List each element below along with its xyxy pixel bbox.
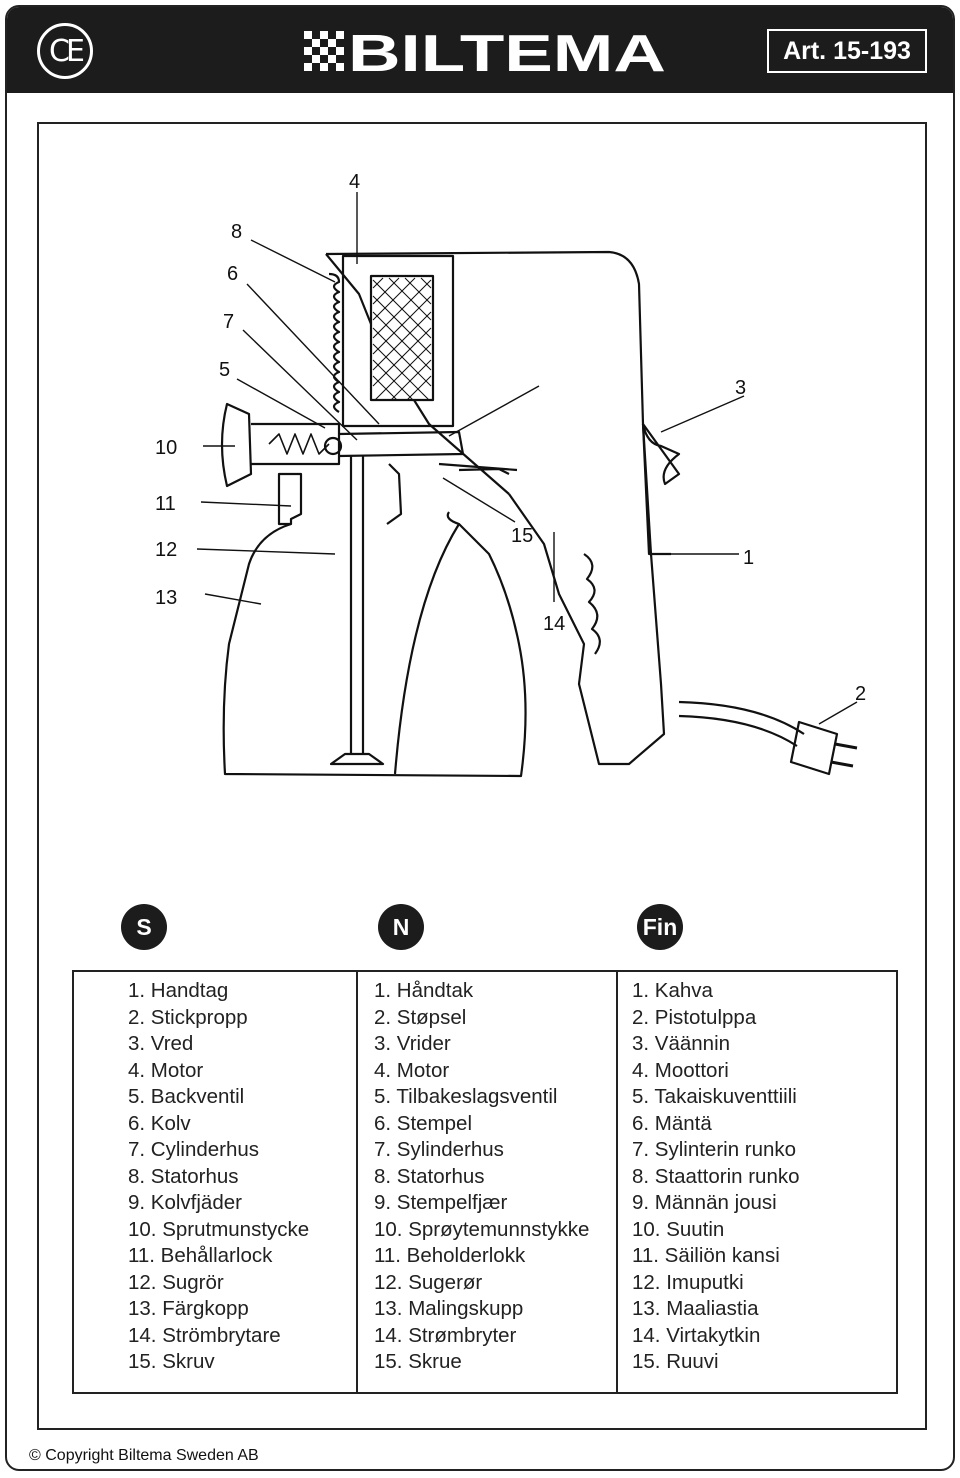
list-item: 8. Staattorin runko xyxy=(632,1164,800,1188)
list-item: 5. Takaiskuventtiili xyxy=(632,1085,797,1108)
parts-list: 1. Handtag 2. Stickpropp 3. Vred 4. Moto… xyxy=(128,978,309,1376)
legend-column-finnish: 1. Kahva 2. Pistotulppa 3. Väännin 4. Mo… xyxy=(616,972,896,1392)
spray-gun-diagram: 4 8 6 7 5 10 11 12 13 15 14 3 1 2 xyxy=(155,171,866,778)
list-item: 15. Skrue xyxy=(374,1350,462,1373)
list-item: 13. Malingskupp xyxy=(374,1297,524,1320)
callout-8: 8 xyxy=(231,221,242,243)
list-item: 3. Vred xyxy=(128,1032,194,1055)
language-badge-fin: Fin xyxy=(637,904,683,950)
list-item: 11. Säiliön kansi xyxy=(632,1244,780,1267)
list-item: 9. Kolvfjäder xyxy=(128,1191,242,1214)
callout-2: 2 xyxy=(855,683,866,705)
list-item: 6. Mäntä xyxy=(632,1111,712,1135)
list-item: 5. Tilbakeslagsventil xyxy=(374,1085,558,1108)
callout-13: 13 xyxy=(155,587,177,609)
manual-sheet: CE BILTEMA Art. 15-193 xyxy=(5,5,955,1471)
list-item: 7. Sylinderhus xyxy=(374,1138,504,1161)
list-item: 1. Kahva xyxy=(632,979,713,1002)
list-item: 2. Stickpropp xyxy=(128,1005,248,1029)
list-item: 9. Stempelfjær xyxy=(374,1191,508,1214)
list-item: 7. Sylinterin runko xyxy=(632,1138,797,1161)
callout-1: 1 xyxy=(743,547,754,569)
list-item: 2. Pistotulppa xyxy=(632,1005,757,1029)
list-item: 6. Kolv xyxy=(128,1111,191,1135)
list-item: 12. Sugerør xyxy=(374,1270,483,1294)
list-item: 10. Sprøytemunnstykke xyxy=(374,1217,590,1241)
list-item: 11. Behållarlock xyxy=(128,1244,273,1267)
list-item: 6. Stempel xyxy=(374,1111,472,1135)
biltema-logo: BILTEMA xyxy=(304,25,666,77)
list-item: 8. Statorhus xyxy=(374,1164,485,1188)
list-item: 15. Ruuvi xyxy=(632,1350,719,1373)
list-item: 9. Männän jousi xyxy=(632,1191,777,1214)
list-item: 7. Cylinderhus xyxy=(128,1138,260,1161)
brand-name: BILTEMA xyxy=(348,25,666,77)
callout-5: 5 xyxy=(219,359,230,381)
list-item: 12. Imuputki xyxy=(632,1270,744,1294)
list-item: 13. Färgkopp xyxy=(128,1297,249,1320)
list-item: 8. Statorhus xyxy=(128,1164,239,1188)
list-item: 12. Sugrör xyxy=(128,1270,224,1294)
list-item: 2. Støpsel xyxy=(374,1005,467,1029)
list-item: 13. Maaliastia xyxy=(632,1297,759,1320)
list-item: 1. Håndtak xyxy=(374,979,474,1002)
legend-column-norwegian: 1. Håndtak 2. Støpsel 3. Vrider 4. Motor… xyxy=(356,972,616,1392)
list-item: 5. Backventil xyxy=(128,1085,245,1108)
list-item: 4. Motor xyxy=(374,1058,450,1082)
callout-7: 7 xyxy=(223,311,234,333)
copyright-notice: © Copyright Biltema Sweden AB xyxy=(29,1447,259,1464)
list-item: 4. Moottori xyxy=(632,1058,729,1082)
list-item: 14. Virtakytkin xyxy=(632,1323,761,1347)
content-frame: 4 8 6 7 5 10 11 12 13 15 14 3 1 2 S N Fi… xyxy=(37,122,927,1430)
callout-10: 10 xyxy=(155,437,177,459)
header-bar: CE BILTEMA Art. 15-193 xyxy=(7,7,953,93)
callout-11: 11 xyxy=(155,493,176,515)
parts-list: 1. Håndtak 2. Støpsel 3. Vrider 4. Motor… xyxy=(374,978,589,1376)
callout-6: 6 xyxy=(227,263,238,285)
callout-3: 3 xyxy=(735,377,746,399)
list-item: 1. Handtag xyxy=(128,979,229,1002)
parts-legend-table: 1. Handtag 2. Stickpropp 3. Vred 4. Moto… xyxy=(72,970,898,1394)
list-item: 14. Strömbrytare xyxy=(128,1323,281,1347)
parts-list: 1. Kahva 2. Pistotulppa 3. Väännin 4. Mo… xyxy=(632,978,800,1376)
list-item: 3. Vrider xyxy=(374,1032,451,1055)
callout-15: 15 xyxy=(511,525,533,547)
ce-mark: CE xyxy=(37,23,93,79)
list-item: 3. Väännin xyxy=(632,1032,731,1055)
list-item: 11. Beholderlokk xyxy=(374,1244,526,1267)
article-number: Art. 15-193 xyxy=(767,29,927,73)
callout-4: 4 xyxy=(349,171,360,193)
callout-12: 12 xyxy=(155,539,177,561)
list-item: 4. Motor xyxy=(128,1058,204,1082)
list-item: 14. Strømbryter xyxy=(374,1323,517,1347)
list-item: 10. Sprutmunstycke xyxy=(128,1217,310,1241)
language-badge-s: S xyxy=(121,904,167,950)
list-item: 10. Suutin xyxy=(632,1217,725,1241)
callout-14: 14 xyxy=(543,613,565,635)
language-badge-n: N xyxy=(378,904,424,950)
legend-column-swedish: 1. Handtag 2. Stickpropp 3. Vred 4. Moto… xyxy=(74,972,356,1392)
list-item: 15. Skruv xyxy=(128,1350,215,1373)
